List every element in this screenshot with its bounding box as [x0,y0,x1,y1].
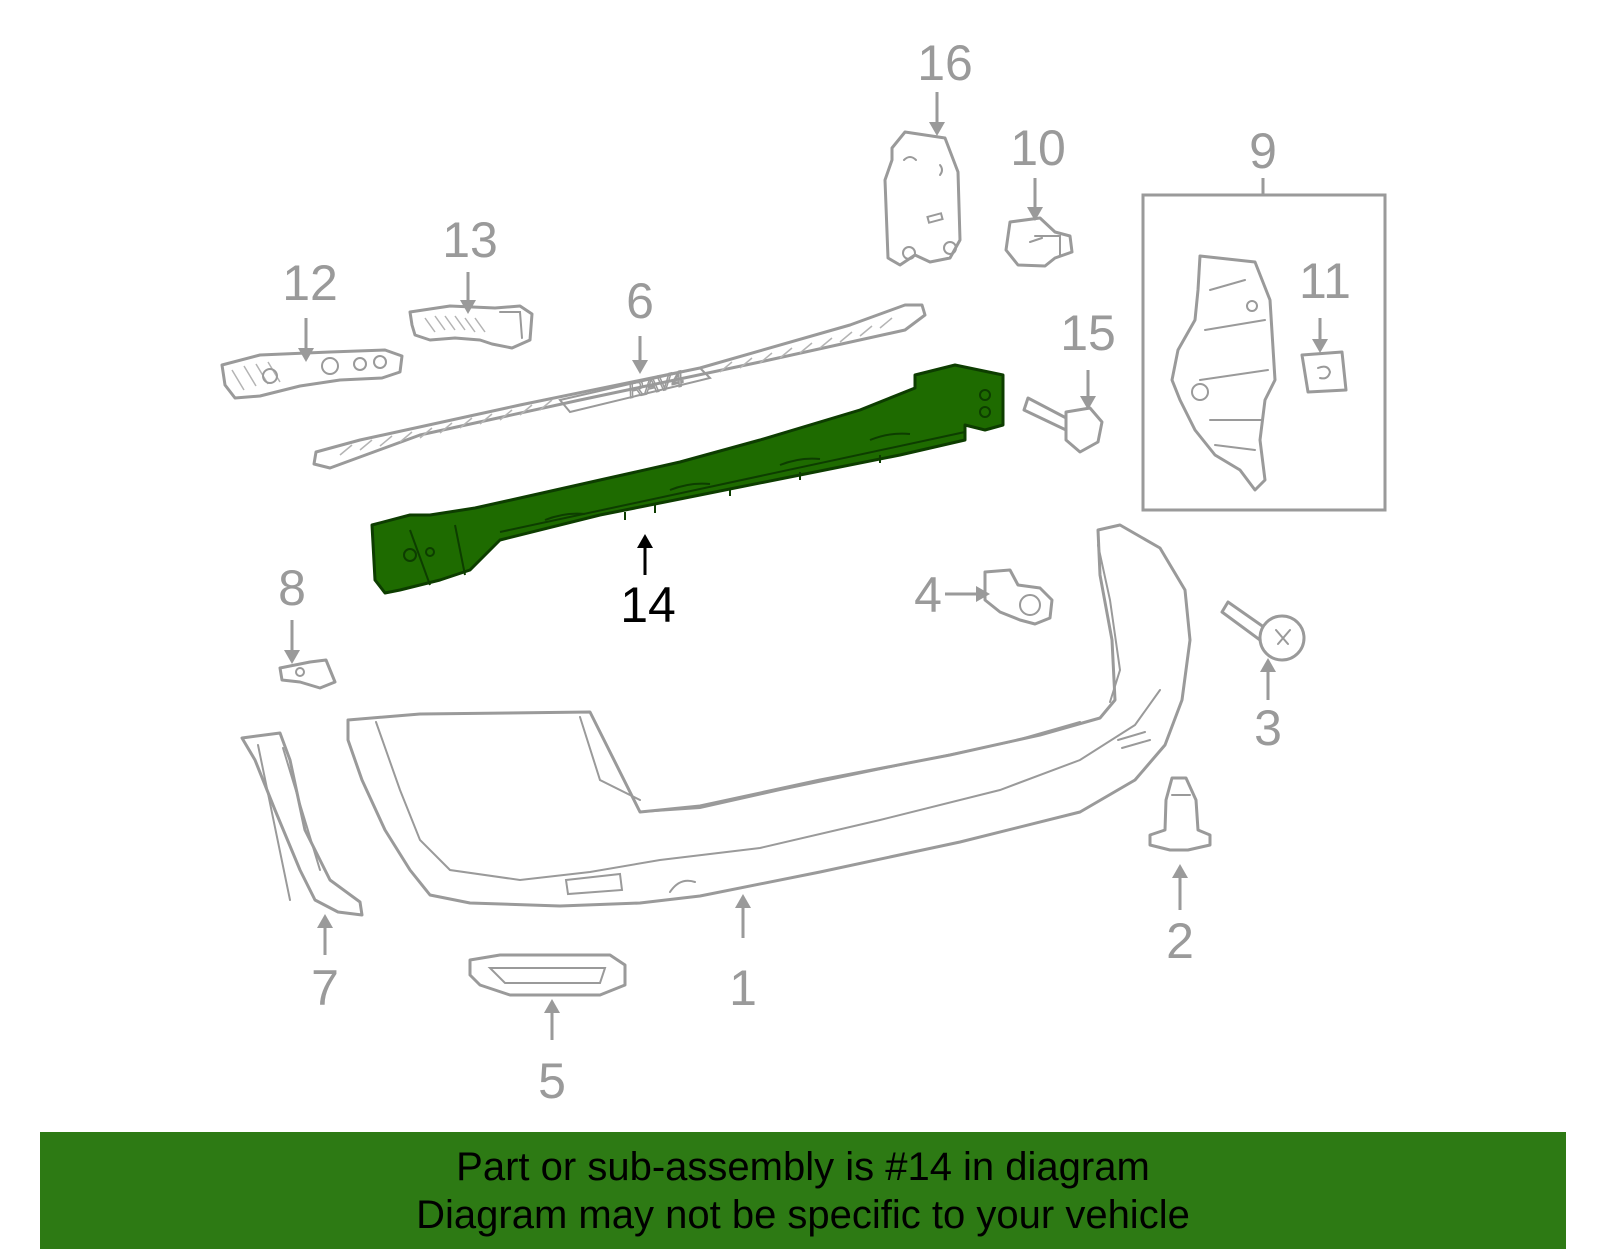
part-15-bolt[interactable] [1022,396,1104,454]
callout-1: 1 [729,960,757,1016]
callout-11: 11 [1299,253,1351,309]
svg-text:RAV4: RAV4 [626,366,686,403]
callout-13: 13 [442,212,498,268]
callout-16: 16 [917,35,973,91]
callout-14: 14 [620,577,676,633]
part-2-push-clip[interactable] [1148,776,1212,852]
callout-10: 10 [1010,120,1066,176]
callout-7: 7 [311,960,339,1016]
part-10-clip[interactable] [1004,216,1074,268]
part-7-moulding[interactable] [240,731,364,917]
callout-9: 9 [1249,123,1277,179]
callout-5: 5 [538,1053,566,1109]
info-banner-line-2: Diagram may not be specific to your vehi… [416,1192,1190,1237]
leader-lines [284,92,1328,1040]
callout-4: 4 [914,567,942,623]
part-13-retainer[interactable] [408,304,534,350]
part-16-bracket[interactable] [883,130,962,267]
callout-2: 2 [1166,913,1194,969]
callout-6: 6 [626,273,654,329]
part-4-clip[interactable] [983,568,1054,626]
part-3-screw[interactable] [1220,600,1306,662]
callout-8: 8 [278,560,306,616]
callout-15: 15 [1060,305,1116,361]
info-banner-line-1: Part or sub-assembly is #14 in diagram [456,1144,1150,1189]
callout-3: 3 [1254,700,1282,756]
part-14-reinforcement[interactable] [370,363,1005,595]
part-8-clip[interactable] [278,658,337,690]
part-11-nut[interactable] [1300,350,1348,394]
info-banner: Part or sub-assembly is #14 in diagram D… [40,1132,1566,1249]
callout-12: 12 [282,255,338,311]
part-9-inset[interactable] [1141,193,1387,512]
part-1-bumper-cover[interactable] [346,523,1192,908]
part-12-retainer[interactable] [220,348,404,400]
part-5-reflector[interactable] [468,953,627,997]
